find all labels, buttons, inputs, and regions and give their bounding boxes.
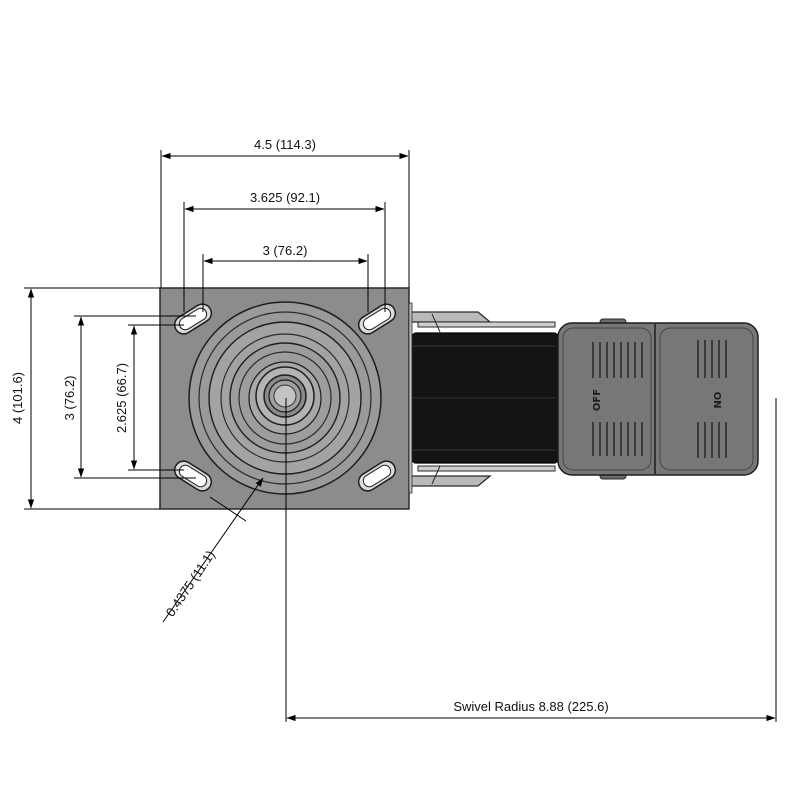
bolt-slot-bottom-left (173, 460, 213, 492)
fork-arm-top (409, 311, 556, 333)
swivel-radius-label: Swivel Radius 8.88 (225.6) (453, 699, 608, 714)
on-pad-grooves (697, 340, 727, 458)
dimension-labels: 4.5 (114.3) 3.625 (92.1) 3 (76.2) 4 (101… (10, 136, 609, 714)
bolt-inner-label: 3 (76.2) (263, 243, 308, 258)
brake-off-label: OFF (592, 389, 603, 411)
brake-on-label: ON (711, 392, 722, 409)
bolt-slot-bottom-right (357, 460, 397, 492)
brake-pedal: OFF ON (557, 318, 759, 480)
bolt-v-inner-label: 2.625 (66.7) (114, 363, 129, 433)
bolt-outer-label: 3.625 (92.1) (250, 190, 320, 205)
dimension-lines (24, 150, 777, 722)
wheel (411, 332, 559, 464)
caster-assembly: OFF ON (159, 287, 759, 510)
kingpin-nut (255, 366, 315, 426)
fork-arm-bottom (409, 465, 556, 487)
plate-width-label: 4.5 (114.3) (254, 137, 316, 152)
plate-height-label: 4 (101.6) (10, 372, 25, 424)
bolt-slot-top-right (357, 303, 397, 335)
slot-width-label: 0.4375 (11.1) (163, 548, 218, 620)
off-pad-grooves (592, 342, 643, 456)
bolt-v-outer-label: 3 (76.2) (62, 376, 77, 421)
bolt-slot-top-left (173, 303, 213, 335)
